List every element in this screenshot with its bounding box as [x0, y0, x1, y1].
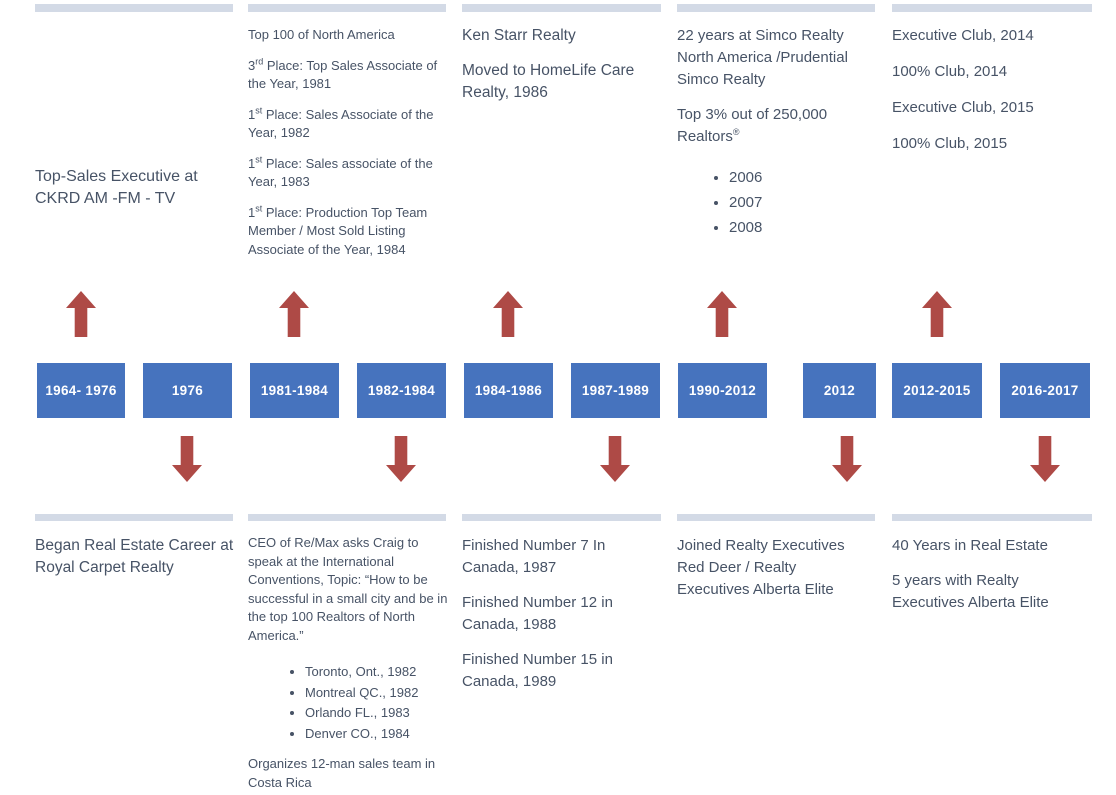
top-accent-bar-4 — [677, 4, 875, 12]
note-paragraph: 5 years with Realty Executives Alberta E… — [892, 572, 1049, 611]
ordinal-superscript: st — [255, 203, 263, 214]
top-accent-bar-3 — [462, 4, 661, 12]
note-paragraph: Finished Number 12 in Canada, 1988 — [462, 594, 613, 633]
timeline-box-1990-2012: 1990-2012 — [678, 363, 767, 418]
list-item: Toronto, Ont., 1982 — [305, 663, 453, 682]
timeline-box-1964-1976: 1964- 1976 — [37, 363, 125, 418]
note-paragraph: Top 3% out of 250,000 Realtors® — [677, 106, 828, 145]
note-paragraph: Top 100 of North America — [248, 27, 395, 42]
ordinal-superscript: st — [255, 154, 263, 165]
bottom-note-3: Finished Number 7 In Canada, 1987 Finish… — [462, 535, 637, 706]
down-arrow-icon — [600, 436, 630, 482]
list-item: Orlando FL., 1983 — [305, 704, 453, 723]
note-paragraph: Executive Club, 2015 — [892, 99, 1034, 116]
top-accent-bar-5 — [892, 4, 1092, 12]
top-note-3: Ken Starr Realty Moved to HomeLife Care … — [462, 25, 662, 117]
note-paragraph: Finished Number 7 In Canada, 1987 — [462, 537, 606, 576]
bottom-accent-bar-5 — [892, 514, 1092, 521]
note-paragraph: CEO of Re/Max asks Craig to speak at the… — [248, 535, 448, 643]
note-paragraph: Moved to HomeLife Care Realty, 1986 — [462, 62, 635, 101]
bottom-accent-bar-1 — [35, 514, 233, 521]
bottom-accent-bar-2 — [248, 514, 446, 521]
note-paragraph: Began Real Estate Career at Royal Carpet… — [35, 537, 234, 576]
note-paragraph: Finished Number 15 in Canada, 1989 — [462, 651, 613, 690]
down-arrow-icon — [386, 436, 416, 482]
list-item: 2006 — [729, 166, 877, 189]
note-paragraph: Ken Starr Realty — [462, 27, 576, 44]
bottom-note-4: Joined Realty Executives Red Deer / Real… — [677, 535, 857, 614]
note-paragraph: 100% Club, 2015 — [892, 135, 1008, 152]
ordinal-superscript: st — [255, 105, 263, 116]
timeline-box-2016-2017: 2016-2017 — [1000, 363, 1090, 418]
up-arrow-icon — [66, 291, 96, 337]
timeline-box-1981-1984: 1981-1984 — [250, 363, 339, 418]
note-paragraph: 1st Place: Production Top Team Member / … — [248, 203, 428, 257]
bottom-accent-bar-4 — [677, 514, 875, 521]
note-paragraph: Organizes 12-man sales team in Costa Ric… — [248, 756, 436, 790]
top-note-2: Top 100 of North America 3rd Place: Top … — [248, 26, 453, 271]
note-paragraph: 40 Years in Real Estate — [892, 537, 1048, 554]
bottom-note-2: CEO of Re/Max asks Craig to speak at the… — [248, 534, 453, 795]
note-paragraph: 1st Place: Sales associate of the Year, … — [248, 154, 433, 189]
bottom-note-1: Began Real Estate Career at Royal Carpet… — [35, 535, 240, 592]
list-item: Montreal QC., 1982 — [305, 684, 453, 703]
down-arrow-icon — [1030, 436, 1060, 482]
registered-mark: ® — [732, 127, 740, 137]
list-item: 2007 — [729, 191, 877, 214]
note-paragraph: 3rd Place: Top Sales Associate of the Ye… — [248, 56, 438, 91]
top-note-5: Executive Club, 2014 100% Club, 2014 Exe… — [892, 25, 1094, 168]
timeline-box-2012-2015: 2012-2015 — [892, 363, 982, 418]
top-note-4: 22 years at Simco Realty North America /… — [677, 25, 877, 251]
timeline-box-1984-1986: 1984-1986 — [464, 363, 553, 418]
convention-locations-list: Toronto, Ont., 1982 Montreal QC., 1982 O… — [248, 663, 453, 743]
down-arrow-icon — [172, 436, 202, 482]
note-paragraph: 100% Club, 2014 — [892, 63, 1008, 80]
up-arrow-icon — [922, 291, 952, 337]
up-arrow-icon — [493, 291, 523, 337]
bottom-note-5: 40 Years in Real Estate 5 years with Rea… — [892, 535, 1072, 627]
ordinal-superscript: rd — [255, 56, 264, 67]
down-arrow-icon — [832, 436, 862, 482]
timeline-box-1976: 1976 — [143, 363, 232, 418]
note-paragraph: 22 years at Simco Realty North America /… — [677, 27, 848, 88]
note-paragraph: Top-Sales Executive at CKRD AM -FM - TV — [35, 168, 198, 207]
up-arrow-icon — [279, 291, 309, 337]
timeline-box-1987-1989: 1987-1989 — [571, 363, 660, 418]
timeline-box-2012: 2012 — [803, 363, 876, 418]
list-item: Denver CO., 1984 — [305, 725, 453, 744]
top-note-1: Top-Sales Executive at CKRD AM -FM - TV — [35, 166, 235, 222]
note-paragraph: Executive Club, 2014 — [892, 27, 1034, 44]
note-paragraph: Joined Realty Executives Red Deer / Real… — [677, 537, 845, 598]
top-accent-bar-1 — [35, 4, 233, 12]
bottom-accent-bar-3 — [462, 514, 661, 521]
note-paragraph: 1st Place: Sales Associate of the Year, … — [248, 105, 434, 140]
award-years-list: 2006 2007 2008 — [677, 166, 877, 239]
up-arrow-icon — [707, 291, 737, 337]
list-item: 2008 — [729, 216, 877, 239]
timeline-box-1982-1984: 1982-1984 — [357, 363, 446, 418]
top-accent-bar-2 — [248, 4, 446, 12]
